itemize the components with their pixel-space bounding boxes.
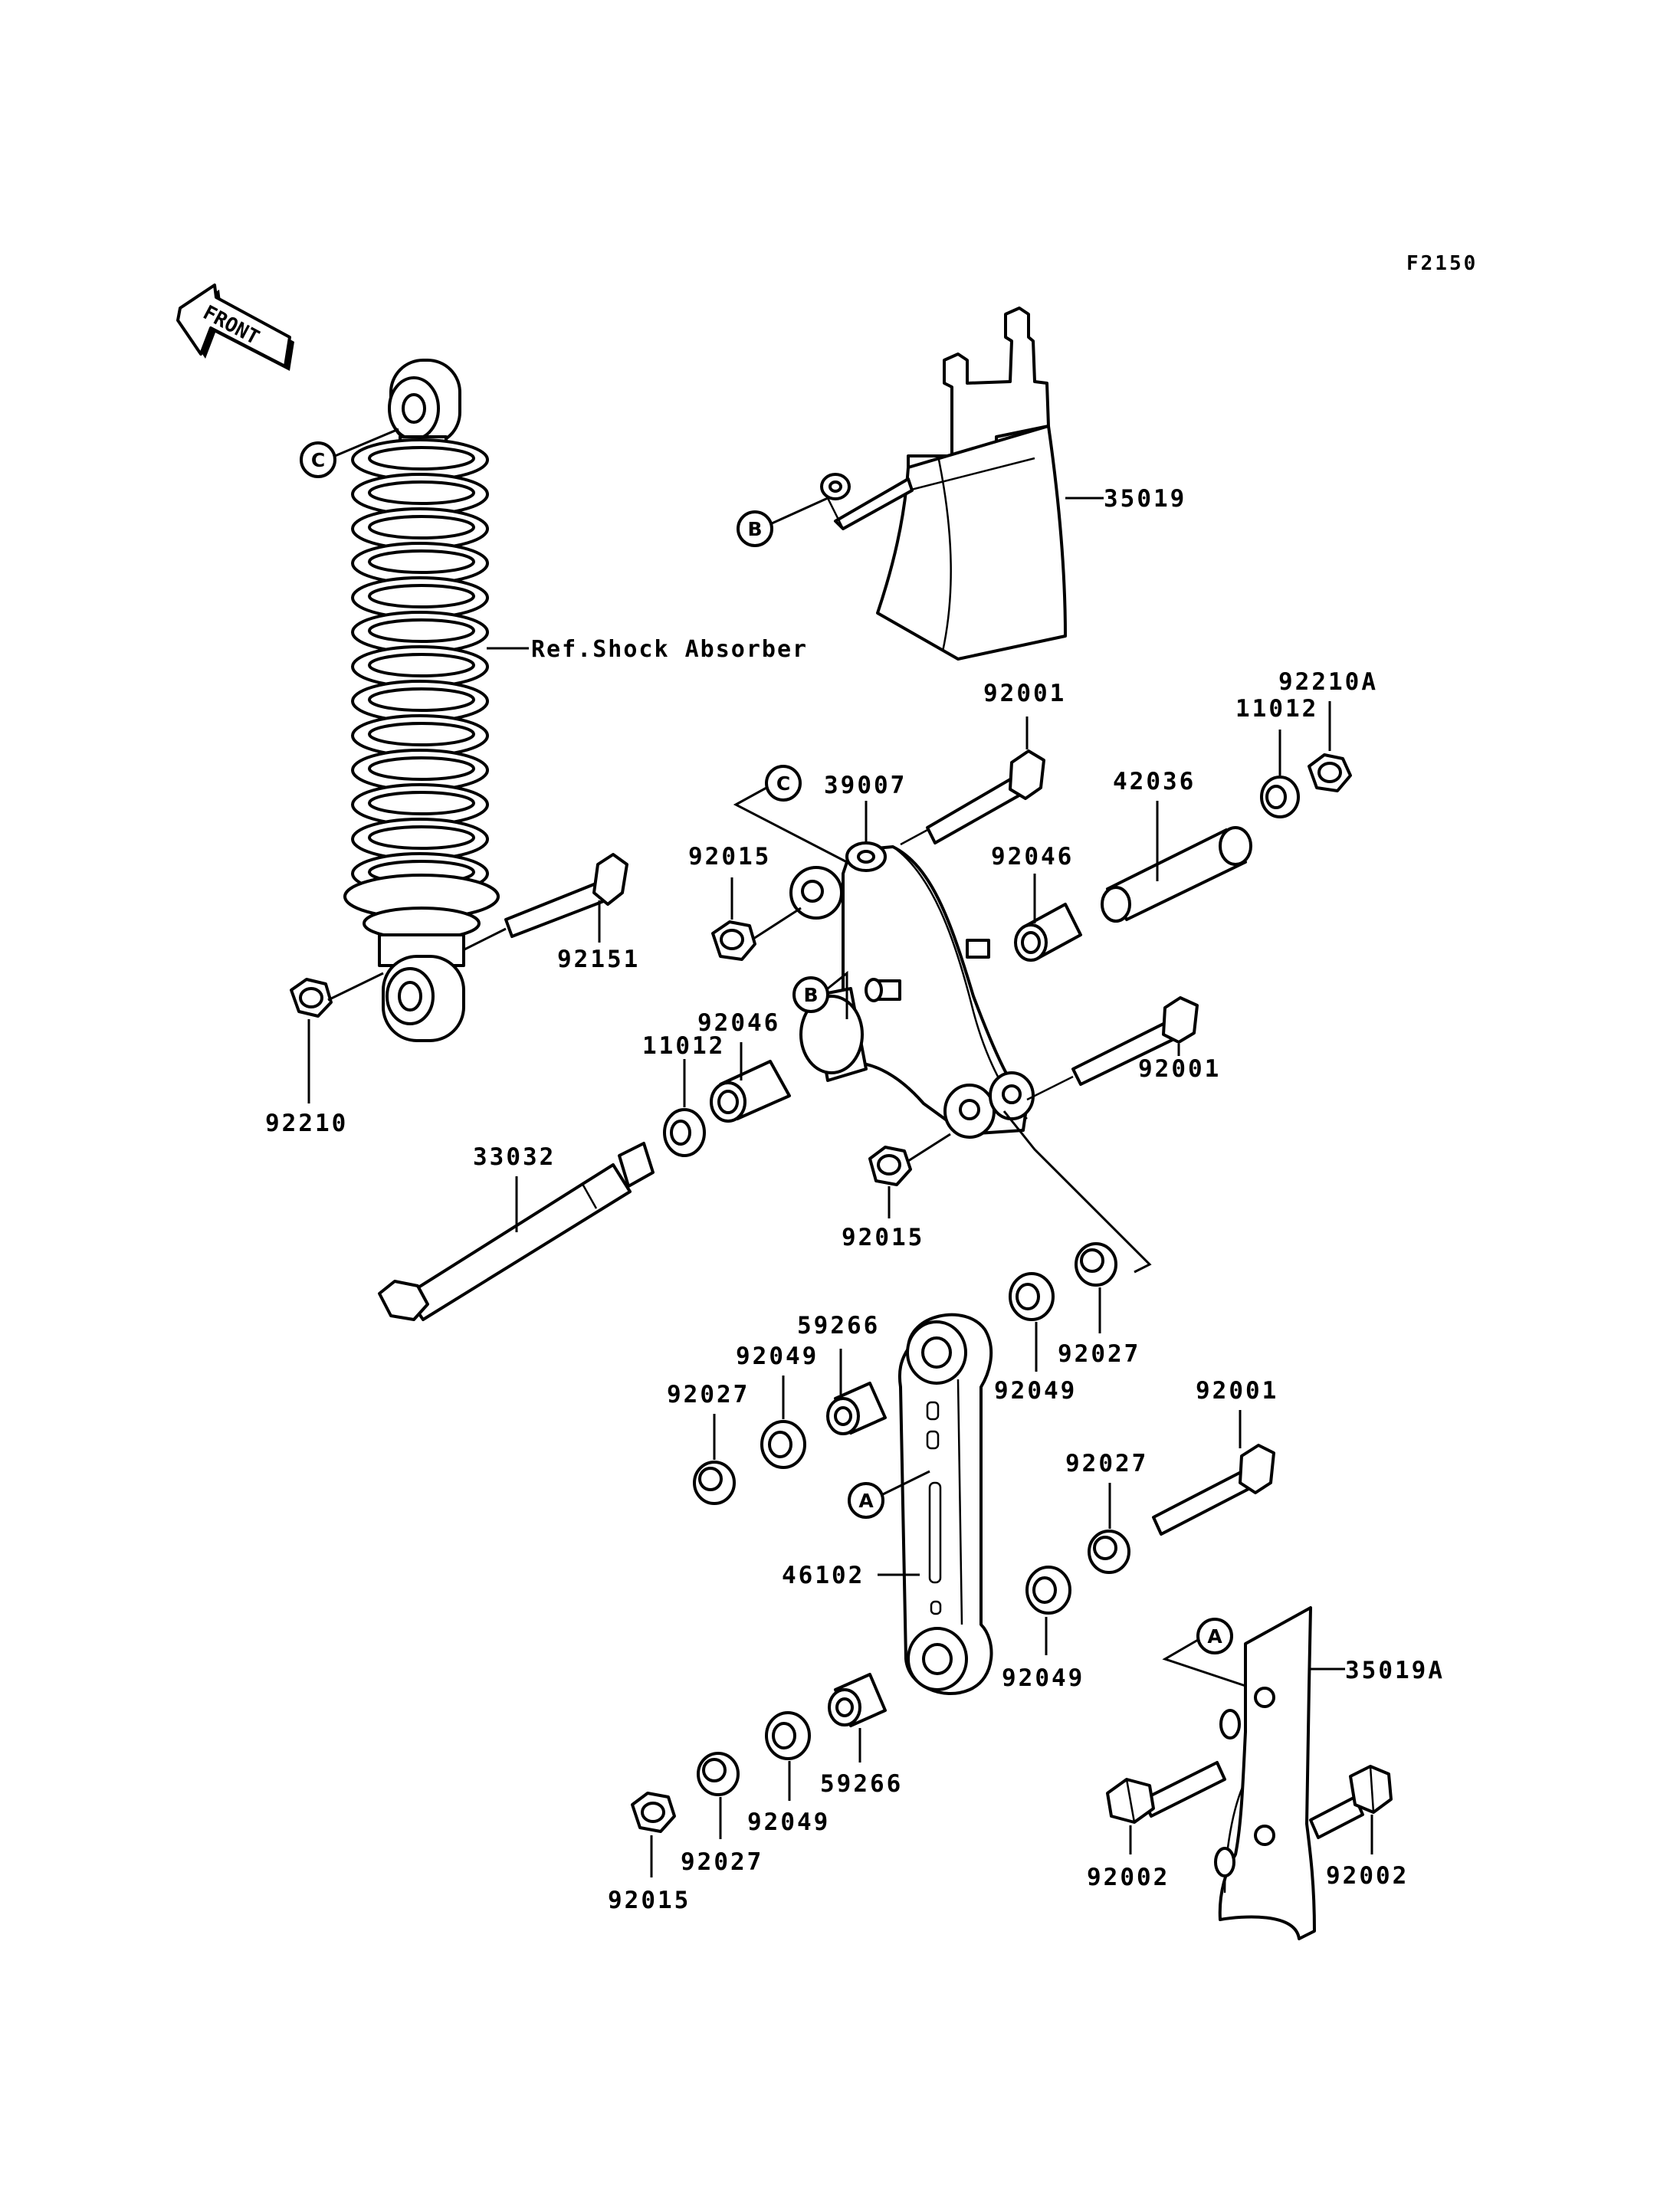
part-92049-washer-bottom: [765, 1711, 811, 1760]
label-46102: 46102: [782, 1562, 865, 1589]
part-11012-seal-left: [663, 1108, 706, 1157]
callout-b-guard: B: [747, 518, 762, 540]
label-92049-right-top: 92049: [994, 1377, 1077, 1405]
label-59266-top: 59266: [797, 1312, 880, 1340]
label-92002-right: 92002: [1326, 1862, 1409, 1890]
label-92151: 92151: [557, 946, 640, 973]
label-92210: 92210: [265, 1110, 348, 1137]
part-35019-guard: [820, 307, 1067, 661]
part-42036-sleeve: [1101, 826, 1252, 923]
label-42036: 42036: [1113, 768, 1196, 795]
spring-coil-inner: [368, 618, 475, 643]
label-92027-right-top: 92027: [1058, 1340, 1140, 1368]
spring-coil-inner: [368, 791, 475, 815]
part-92015-nut-top: [711, 920, 756, 961]
part-59266-bushing-bottom: [828, 1673, 887, 1727]
label-35019: 35019: [1104, 485, 1186, 513]
part-92210-nut: [290, 978, 333, 1018]
spring-coil-inner: [368, 756, 475, 781]
part-92015-nut-bottom: [631, 1792, 676, 1833]
part-92027-collar-right-mid: [1088, 1530, 1130, 1574]
spring-coil-inner: [368, 446, 475, 471]
part-35019a-bracket: [1214, 1606, 1316, 1940]
part-92001-bolt-right: [1071, 996, 1199, 1086]
label-39007: 39007: [824, 772, 907, 799]
label-92027-bottom: 92027: [681, 1848, 763, 1876]
label-92210a: 92210A: [1278, 668, 1378, 696]
spring-coil-inner: [368, 549, 475, 574]
spring-coil-inner: [368, 584, 475, 608]
callout-c-rocker: C: [776, 772, 790, 795]
label-92001-right: 92001: [1138, 1055, 1221, 1083]
label-92015-mid: 92015: [842, 1224, 924, 1251]
label-92015-bottom: 92015: [608, 1887, 691, 1914]
shock-absorber: [343, 359, 500, 1042]
part-92015-nut-mid: [868, 1146, 912, 1186]
callout-c-shock: C: [311, 449, 325, 471]
label-92049-right-mid: 92049: [1002, 1664, 1084, 1692]
part-92027-collar-left-top: [693, 1461, 736, 1505]
spring-coil-inner: [368, 653, 475, 677]
label-92027-left-top: 92027: [667, 1381, 750, 1408]
spring-coil-inner: [368, 825, 475, 850]
spring-coil-inner: [368, 480, 475, 505]
label-92002-left: 92002: [1087, 1864, 1170, 1891]
label-92001-top: 92001: [983, 680, 1066, 707]
label-92049-left-top: 92049: [736, 1343, 819, 1370]
label-92001-lower: 92001: [1196, 1377, 1278, 1405]
part-92210a-nut: [1308, 753, 1352, 792]
callout-a-link: A: [858, 1490, 874, 1512]
part-92046-bushing-top: [1014, 903, 1082, 962]
part-92046-bushing-left: [710, 1060, 791, 1123]
label-59266-bottom: 59266: [820, 1770, 903, 1798]
spring-coil-inner: [368, 515, 475, 539]
spring-coil-inner: [368, 722, 475, 746]
part-39007-rocker-arm: [789, 841, 1035, 1139]
part-92049-washer-right-top: [1009, 1272, 1055, 1321]
part-92049-washer-right-mid: [1025, 1566, 1071, 1615]
figure-code: F2150: [1406, 252, 1478, 275]
part-11012-seal-top: [1260, 776, 1300, 818]
part-59266-bushing-top: [826, 1382, 887, 1435]
part-92049-washer-left-top: [760, 1420, 806, 1469]
label-11012-top: 11012: [1235, 695, 1318, 723]
part-92002-bolt-left: [1106, 1761, 1226, 1824]
part-92151-bolt: [504, 853, 628, 938]
label-92049-bottom: 92049: [747, 1808, 830, 1836]
front-arrow-icon: FRONT: [176, 284, 294, 371]
callout-a-bracket: A: [1207, 1625, 1222, 1648]
part-46102-tie-rod: [897, 1313, 993, 1695]
part-92002-bolt-right: [1309, 1765, 1393, 1839]
label-35019a: 35019A: [1345, 1657, 1445, 1684]
part-92027-collar-bottom: [697, 1752, 740, 1796]
part-92001-bolt-top: [926, 749, 1045, 844]
label-11012-left: 11012: [642, 1032, 725, 1060]
label-92046-left: 92046: [697, 1009, 780, 1037]
label-92046-top: 92046: [991, 843, 1074, 871]
spring-coil-inner: [368, 687, 475, 712]
part-92001-bolt-lower: [1152, 1444, 1275, 1536]
label-92027-right-mid: 92027: [1065, 1450, 1148, 1477]
part-92027-collar-right-top: [1075, 1242, 1117, 1287]
label-ref-shock-absorber: Ref.Shock Absorber: [531, 636, 808, 663]
label-92015-top: 92015: [688, 843, 771, 871]
callout-b-rocker: B: [803, 984, 818, 1006]
part-33032-pivot-bolt: [378, 1142, 655, 1321]
label-33032: 33032: [473, 1143, 556, 1171]
